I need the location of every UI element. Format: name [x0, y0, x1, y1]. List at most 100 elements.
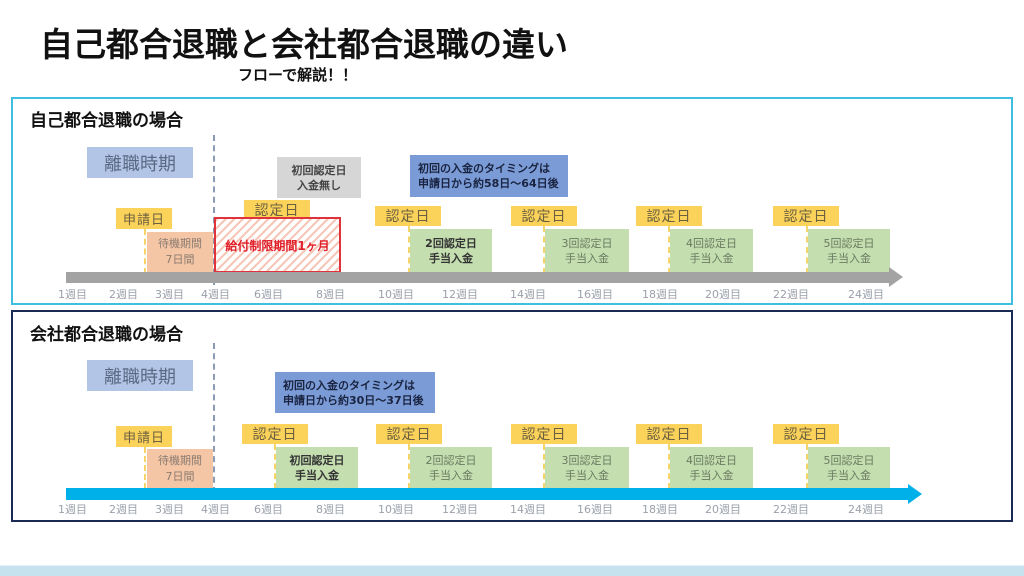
week-label: 12週目	[442, 503, 478, 516]
certification-day-tag: 認定日	[636, 206, 702, 226]
payment-line: 5回認定日	[823, 453, 875, 467]
certification-marker	[408, 226, 410, 274]
waiting-line: 待機期間	[158, 237, 202, 250]
week-label: 3週目	[155, 503, 184, 516]
note-line: 初回の入金のタイミングは	[283, 378, 415, 392]
payment-box: 2回認定日 手当入金	[410, 229, 492, 272]
separation-divider	[213, 135, 215, 285]
payment-line: 4回認定日	[686, 236, 737, 250]
payment-line: 手当入金	[565, 468, 609, 482]
payment-box: 2回認定日 手当入金	[410, 447, 492, 488]
payment-line: 手当入金	[689, 251, 734, 265]
certification-marker	[806, 444, 808, 489]
payment-line: 5回認定日	[823, 236, 875, 250]
week-label: 22週目	[773, 503, 809, 516]
week-label: 20週目	[705, 503, 741, 516]
payment-box: 初回認定日 手当入金	[276, 447, 358, 488]
certification-marker	[668, 226, 670, 274]
certification-marker	[806, 226, 808, 274]
benefit-restriction-box: 給付制限期間1ヶ月	[214, 217, 341, 273]
week-label: 2週目	[109, 503, 138, 516]
separation-divider	[213, 343, 215, 493]
week-label: 16週目	[577, 288, 613, 301]
week-label: 6週目	[254, 288, 283, 301]
week-label: 16週目	[577, 503, 613, 516]
note-line: 初回の入金のタイミングは	[418, 162, 550, 175]
certification-marker	[274, 444, 276, 489]
payment-box: 3回認定日 手当入金	[545, 229, 629, 272]
week-label: 6週目	[254, 503, 283, 516]
footer-band	[0, 565, 1024, 576]
note-line: 入金無し	[297, 178, 341, 192]
payment-line: 2回認定日	[425, 453, 477, 467]
certification-day-tag: 認定日	[511, 206, 577, 226]
certification-marker	[668, 444, 670, 489]
week-label: 3週目	[155, 288, 184, 301]
certification-day-tag: 認定日	[376, 424, 442, 444]
timeline-arrowhead-icon	[908, 484, 922, 504]
payment-line: 手当入金	[429, 251, 473, 265]
payment-line: 2回認定日	[425, 236, 477, 250]
payment-line: 手当入金	[827, 251, 871, 265]
certification-day-tag: 認定日	[511, 424, 577, 444]
certification-day-tag: 認定日	[242, 424, 308, 444]
week-label: 12週目	[442, 288, 478, 301]
payment-line: 3回認定日	[561, 236, 613, 250]
week-label: 1週目	[58, 288, 87, 301]
payment-line: 手当入金	[827, 468, 871, 482]
note-line: 初回認定日	[291, 163, 347, 177]
payment-line: 3回認定日	[561, 453, 613, 467]
payment-line: 4回認定日	[686, 453, 737, 467]
certification-day-tag: 認定日	[375, 206, 441, 226]
week-label: 18週目	[642, 288, 678, 301]
week-label: 4週目	[201, 288, 230, 301]
timeline-bar	[66, 272, 891, 283]
first-payment-timing-note: 初回の入金のタイミングは 申請日から約58日〜64日後	[410, 155, 568, 197]
certification-day-tag: 認定日	[244, 200, 310, 220]
week-label: 1週目	[58, 503, 87, 516]
week-label: 24週目	[848, 288, 884, 301]
payment-line: 手当入金	[565, 251, 609, 265]
week-label: 24週目	[848, 503, 884, 516]
application-day-marker	[144, 447, 146, 489]
payment-box: 5回認定日 手当入金	[808, 229, 890, 272]
application-day-tag: 申請日	[116, 208, 172, 229]
no-payment-note: 初回認定日 入金無し	[277, 157, 361, 198]
week-label: 4週目	[201, 503, 230, 516]
week-label: 10週目	[378, 288, 414, 301]
payment-box: 4回認定日 手当入金	[670, 229, 753, 272]
week-label: 20週目	[705, 288, 741, 301]
timeline-bar	[66, 488, 910, 500]
week-label: 8週目	[316, 288, 345, 301]
timeline-arrowhead-icon	[889, 267, 903, 287]
application-day-tag: 申請日	[116, 426, 172, 447]
waiting-line: 7日間	[165, 469, 195, 483]
payment-line: 手当入金	[429, 468, 473, 482]
week-label: 22週目	[773, 288, 809, 301]
payment-line: 初回認定日	[289, 453, 345, 467]
waiting-line: 7日間	[165, 253, 195, 266]
week-label: 8週目	[316, 503, 345, 516]
waiting-period-box: 待機期間 7日間	[147, 449, 213, 488]
self-quit-title: 自己都合退職の場合	[30, 111, 183, 131]
certification-marker	[543, 226, 545, 274]
first-payment-timing-note: 初回の入金のタイミングは 申請日から約30日〜37日後	[275, 372, 435, 413]
certification-marker	[408, 444, 410, 489]
certification-marker	[543, 444, 545, 489]
payment-box: 4回認定日 手当入金	[670, 447, 753, 488]
week-label: 18週目	[642, 503, 678, 516]
note-line: 申請日から約58日〜64日後	[418, 177, 559, 190]
payment-line: 手当入金	[689, 468, 734, 482]
certification-day-tag: 認定日	[636, 424, 702, 444]
waiting-line: 待機期間	[158, 453, 202, 467]
payment-line: 手当入金	[295, 468, 339, 482]
payment-box: 5回認定日 手当入金	[808, 447, 890, 488]
payment-box: 3回認定日 手当入金	[545, 447, 629, 488]
certification-day-tag: 認定日	[773, 424, 839, 444]
application-day-marker	[144, 229, 146, 274]
week-label: 14週目	[510, 288, 546, 301]
page-title: 自己都合退職と会社都合退職の違い	[40, 25, 568, 64]
certification-day-tag: 認定日	[773, 206, 839, 226]
note-line: 申請日から約30日〜37日後	[283, 393, 424, 407]
waiting-period-box: 待機期間 7日間	[147, 232, 213, 272]
